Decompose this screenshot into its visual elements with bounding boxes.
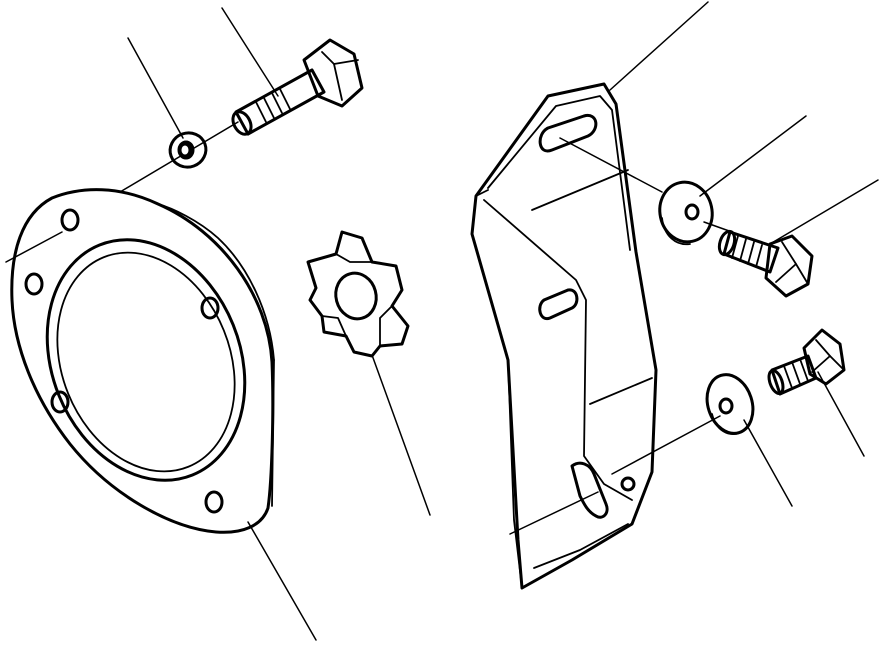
axis-line-bracket-upper bbox=[559, 137, 663, 193]
hex-bolt-icon bbox=[767, 328, 846, 396]
star-spacer-icon bbox=[306, 230, 410, 358]
leader-line-lower-bolt bbox=[817, 371, 865, 457]
leader-line-bracket bbox=[609, 1, 709, 91]
leader-line-spacer-star bbox=[371, 354, 431, 516]
washer-icon bbox=[168, 131, 208, 169]
leader-line-upper-bolt bbox=[769, 179, 879, 245]
leader-line-bracket-lower bbox=[509, 491, 599, 535]
leader-line-upper-washer bbox=[699, 115, 807, 197]
washer-icon bbox=[658, 180, 714, 246]
leader-line-gasket-bottom bbox=[247, 521, 317, 641]
axis-line-bracket-lower bbox=[611, 415, 721, 475]
hex-bolt-icon bbox=[231, 38, 364, 136]
leader-line-top-washer bbox=[127, 37, 184, 139]
washer-icon bbox=[705, 373, 755, 435]
axis-line-top-bolt bbox=[119, 121, 239, 193]
gasket-ring-icon bbox=[10, 188, 275, 534]
leader-line-lower-washer bbox=[743, 419, 793, 507]
leader-lines bbox=[5, 1, 879, 641]
leader-line-top-bolt bbox=[221, 7, 279, 97]
bracket-icon bbox=[470, 82, 658, 590]
hex-bolt-icon bbox=[717, 229, 814, 298]
